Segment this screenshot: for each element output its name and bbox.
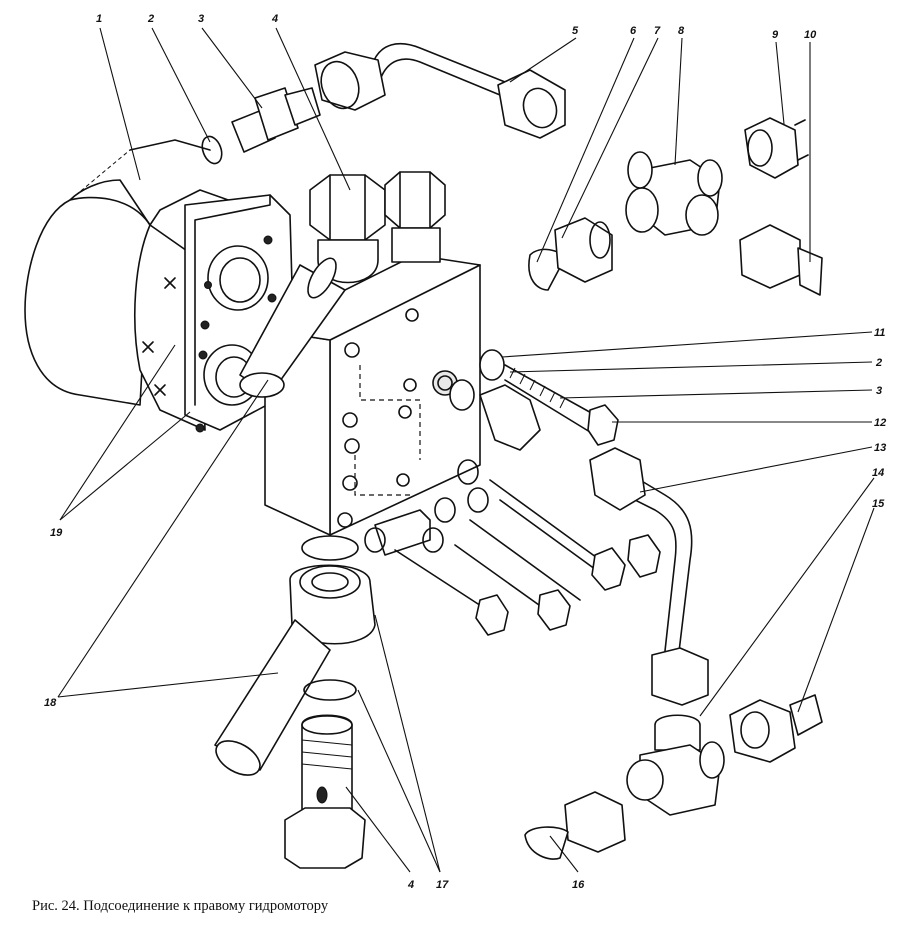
callout-4-bottom: 4 bbox=[407, 879, 414, 891]
callout-16: 16 bbox=[572, 879, 585, 891]
callout-11: 11 bbox=[874, 327, 885, 339]
callout-8: 8 bbox=[678, 25, 685, 37]
callout-1: 1 bbox=[96, 13, 102, 25]
pipe-13 bbox=[589, 447, 709, 706]
bolts-right bbox=[449, 349, 619, 451]
callout-2: 2 bbox=[147, 13, 154, 25]
callout-14: 14 bbox=[872, 467, 884, 479]
callout-2-right: 2 bbox=[875, 357, 882, 369]
callout-13: 13 bbox=[874, 442, 886, 454]
fitting-3-top bbox=[201, 87, 321, 165]
banjo-fitting bbox=[214, 535, 376, 776]
callout-17: 17 bbox=[436, 879, 449, 891]
callout-4: 4 bbox=[271, 13, 278, 25]
callout-18: 18 bbox=[44, 697, 57, 709]
tee-fitting-lower bbox=[524, 694, 823, 860]
pipe-18 bbox=[239, 257, 346, 398]
callout-7: 7 bbox=[654, 25, 661, 37]
pipe-5 bbox=[314, 42, 566, 139]
callout-3-right: 3 bbox=[876, 385, 882, 397]
figure-caption: Рис. 24. Подсоединение к правому гидромо… bbox=[32, 898, 329, 914]
callout-12: 12 bbox=[874, 417, 886, 429]
callout-10: 10 bbox=[804, 29, 817, 41]
bolts-lower bbox=[364, 459, 661, 636]
callout-19: 19 bbox=[50, 527, 63, 539]
leader-lines bbox=[57, 27, 875, 873]
banjo-bolt bbox=[284, 714, 366, 869]
callout-6: 6 bbox=[630, 25, 637, 37]
callout-3: 3 bbox=[198, 13, 204, 25]
callout-5: 5 bbox=[572, 25, 579, 37]
valve-block bbox=[264, 254, 481, 556]
fittings-6-10 bbox=[528, 117, 823, 296]
callout-9: 9 bbox=[772, 29, 779, 41]
callout-labels: 1 2 3 4 5 6 7 8 9 10 11 2 3 12 13 14 15 … bbox=[44, 13, 886, 891]
cap-nuts-top bbox=[309, 171, 446, 284]
callout-15: 15 bbox=[872, 498, 885, 510]
